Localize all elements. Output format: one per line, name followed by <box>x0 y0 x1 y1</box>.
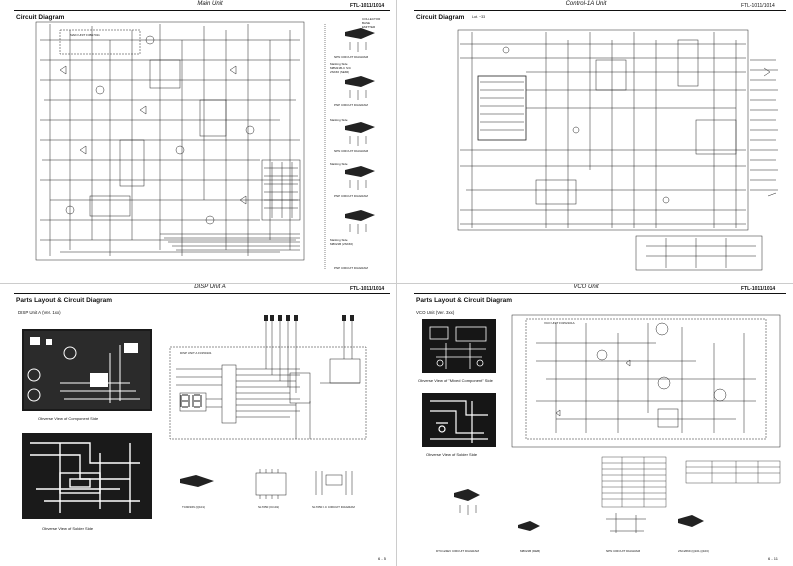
main-unit-model: FTL-1011/1014 <box>350 3 385 9</box>
main-pkg-4-name: PNP CIRCUIT DIAGRAM <box>334 194 368 198</box>
main-unit-schematic <box>35 21 375 270</box>
main-unit-block-label: MAIN UNIT F3B17011 <box>70 33 100 37</box>
vco-unit-section-title: Parts Layout & Circuit Diagram <box>416 297 513 304</box>
control-unit-header: Control-1A Unit <box>565 1 607 7</box>
control-unit-panel: Control-1A Unit FTL-1011/1014 Circuit Di… <box>396 0 793 283</box>
disp-unit-rule <box>14 293 390 294</box>
main-pkg-2-pins: Marking Side M8M21B-C S/C 2SK66 (SEMI) <box>330 62 352 74</box>
disp-unit-section-title: Parts Layout & Circuit Diagram <box>16 297 113 304</box>
vco-unit-panel: VCO Unit FTL-1011/1014 Parts Layout & Ci… <box>396 283 793 566</box>
main-unit-rule <box>14 10 390 11</box>
vco-unit-header: VCO Unit <box>573 284 599 290</box>
disp-unit-block-label: DISP UNIT A F3150101 <box>180 351 212 355</box>
vertical-divider <box>396 0 397 566</box>
main-pkg-3-name: NPN CIRCUIT DIAGRAM <box>334 149 369 153</box>
vco-page-number: 6 - 11 <box>768 556 778 561</box>
vco-bottom-caption-3: NPN CIRCUIT DIAGRAM <box>606 549 641 553</box>
main-pkg-2-name: PNP CIRCUIT DIAGRAM <box>334 103 368 107</box>
vco-bottom-caption-2: M8021B (DEB) <box>520 549 541 553</box>
main-pkg-1-name: NPN CIRCUIT DIAGRAM <box>334 55 369 59</box>
disp-component-caption: Obverse View of Component Side <box>38 416 99 421</box>
main-unit-panel: Main Unit FTL-1011/1014 Circuit Diagram <box>0 0 396 283</box>
disp-unit-drawings <box>22 315 367 519</box>
control-unit-lot-label: Lot. ~33 <box>472 15 486 19</box>
disp-unit-panel: DISP Unit A FTL-1011/1014 Parts Layout &… <box>0 283 396 566</box>
vco-unit-block-label: VCO UNIT F3152101A <box>544 321 575 325</box>
vco-bottom-caption-1: DTC124EV CIRCUIT DIAGRAM <box>436 549 479 553</box>
main-pkg-5-name: PNP CIRCUIT DIAGRAM <box>334 266 368 270</box>
control-unit-model: FTL-1011/1014 <box>741 3 775 9</box>
disp-unit-model: FTL-1011/1014 <box>350 286 385 292</box>
main-pkg-5-pins: Marking Side M8021B (2SK66) <box>330 238 354 246</box>
control-unit-rule <box>414 10 786 11</box>
disp-unit-sub-title: DISP Unit A (Ver. 1xx) <box>18 310 61 315</box>
vco-unit-rule <box>414 293 786 294</box>
main-pkg-4-pins: Marking Side <box>330 162 348 166</box>
vco-unit-model: FTL-1011/1014 <box>741 286 776 292</box>
vco-unit-drawings <box>422 314 781 533</box>
control-unit-section-title: Circuit Diagram <box>416 14 465 21</box>
disp-solder-caption: Obverse View of Solder Side <box>42 526 94 531</box>
vco-bottom-caption-4: 2SC2669 (Q101,Q103) <box>678 549 709 553</box>
disp-page-number: 6 - 5 <box>378 556 387 561</box>
main-unit-header: Main Unit <box>197 1 223 7</box>
vco-solder-caption: Obverse View of Solder Side <box>426 452 478 457</box>
vco-mixed-caption: Obverse View of "Mixed Component" Side <box>418 378 493 383</box>
disp-ic-caption-2: SL7050 (IC101) <box>258 505 280 509</box>
vco-unit-sub-title: VCO Unit (Ver. 3xx) <box>416 310 455 315</box>
disp-unit-header: DISP Unit A <box>194 284 226 290</box>
disp-ic-caption-1: TC9033N (Q101) <box>182 505 206 509</box>
main-unit-section-title: Circuit Diagram <box>16 14 65 21</box>
main-pkg-3-pins: Marking Side <box>330 118 348 122</box>
disp-ic-caption-3: SL7050 I.C CIRCUIT DIAGRAM <box>312 505 355 509</box>
main-pkg-1-pins: COLLECTOR BASE EMITTER <box>362 17 381 29</box>
control-unit-schematic <box>457 29 778 271</box>
